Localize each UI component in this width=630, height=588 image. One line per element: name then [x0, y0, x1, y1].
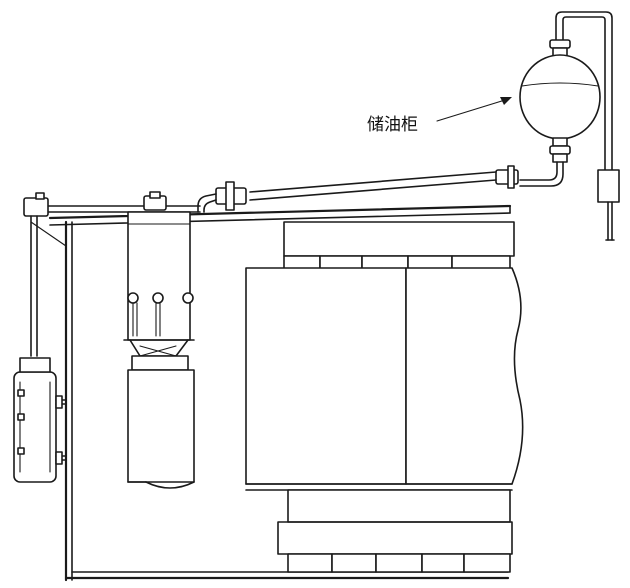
- conservator-label-group: 储油柜: [367, 97, 512, 135]
- terminal-circle: [182, 292, 194, 304]
- terminal-circle: [127, 292, 139, 304]
- terminal-circle: [152, 292, 164, 304]
- conservator-label: 储油柜: [367, 115, 418, 135]
- left-cabinet: [13, 357, 67, 483]
- label-arrowhead: [500, 97, 512, 105]
- label-arrow-line: [436, 99, 506, 122]
- conservator-tank: [519, 11, 620, 241]
- core-assembly: [245, 221, 524, 573]
- top-pipe: [23, 191, 201, 357]
- main-oil-pipe: [197, 161, 564, 213]
- central-column: [123, 211, 195, 489]
